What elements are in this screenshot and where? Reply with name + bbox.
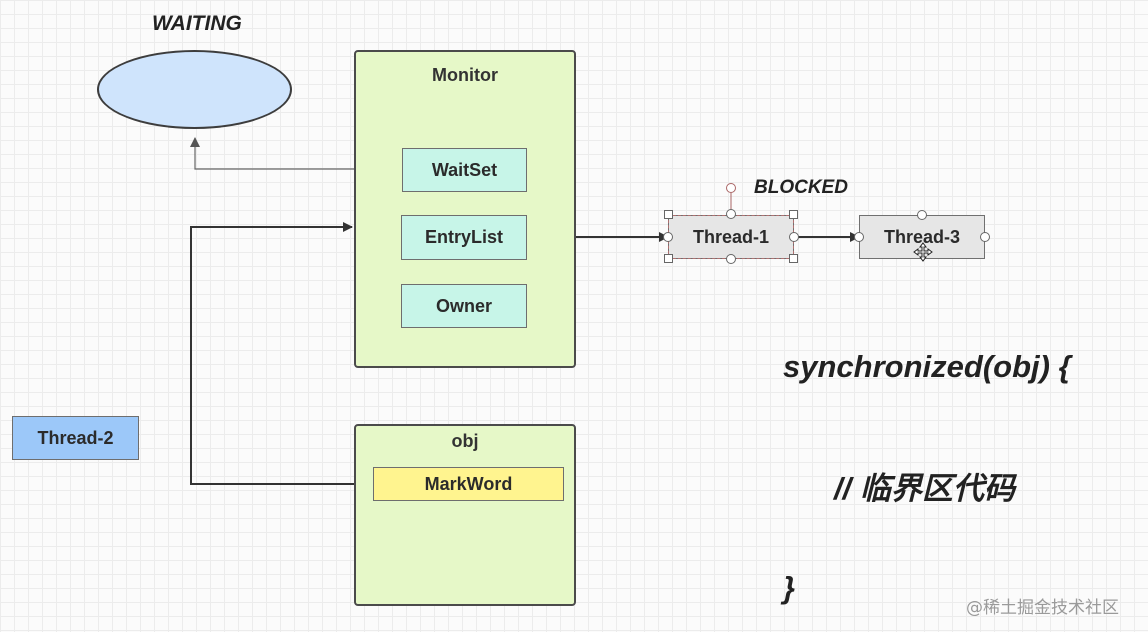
thread1-anchor-right[interactable] <box>789 232 799 242</box>
code-line-3: } <box>783 570 796 605</box>
markword-box[interactable]: MarkWord <box>373 467 564 501</box>
move-cursor-icon <box>913 242 933 262</box>
thread1-anchor-top[interactable] <box>726 209 736 219</box>
markword-to-monitor-arrow <box>190 222 373 485</box>
watermark: @稀土掘金技术社区 <box>966 598 1119 618</box>
thread-2-box[interactable]: Thread-2 <box>12 416 139 460</box>
thread1-resize-handle-sw[interactable] <box>664 254 673 263</box>
thread3-anchor-left[interactable] <box>854 232 864 242</box>
code-line-1: synchronized(obj) { <box>783 349 1071 384</box>
thread1-resize-handle-se[interactable] <box>789 254 798 263</box>
waitset-to-waiting-arrow <box>190 137 402 170</box>
thread3-anchor-top[interactable] <box>917 210 927 220</box>
code-line-2: // 临界区代码 <box>834 471 1015 506</box>
thread1-anchor-left[interactable] <box>663 232 673 242</box>
thread1-rotate-handle[interactable] <box>726 183 736 193</box>
thread3-anchor-right[interactable] <box>980 232 990 242</box>
waiting-label: WAITING <box>152 12 242 35</box>
thread-1-box[interactable]: Thread-1 <box>668 215 794 259</box>
thread1-resize-handle-nw[interactable] <box>664 210 673 219</box>
waitset-box[interactable]: WaitSet <box>402 148 527 192</box>
owner-box[interactable]: Owner <box>401 284 527 328</box>
obj-container[interactable]: obj <box>354 424 576 606</box>
thread1-resize-handle-ne[interactable] <box>789 210 798 219</box>
waiting-ellipse[interactable] <box>97 50 292 129</box>
thread1-anchor-bottom[interactable] <box>726 254 736 264</box>
obj-title: obj <box>451 431 479 451</box>
blocked-label: BLOCKED <box>754 177 848 198</box>
monitor-title: Monitor <box>432 65 498 85</box>
entrylist-box[interactable]: EntryList <box>401 215 527 260</box>
